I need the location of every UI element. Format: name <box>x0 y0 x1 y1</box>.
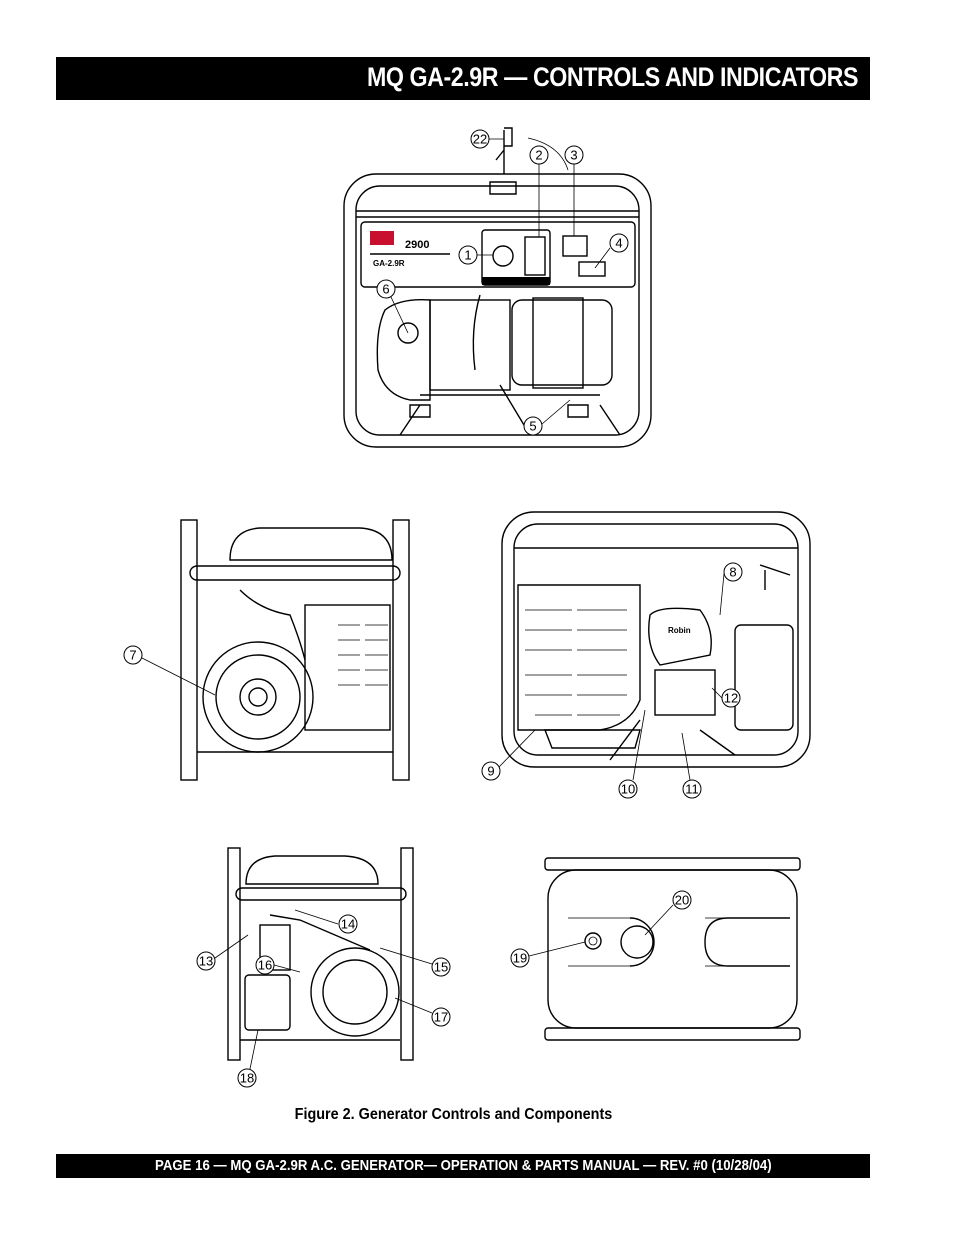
page-footer-bar: PAGE 16 — MQ GA-2.9R A.C. GENERATOR— OPE… <box>56 1154 870 1178</box>
callout-20: 20 <box>672 890 692 910</box>
model-number-label: 2900 <box>405 239 429 251</box>
svg-text:22: 22 <box>473 132 487 147</box>
callout-9: 9 <box>481 761 501 781</box>
callout-8: 8 <box>723 562 743 582</box>
engine-brand-label: Robin <box>668 626 691 635</box>
callout-14: 14 <box>338 914 358 934</box>
page-title: MQ GA-2.9R — CONTROLS AND INDICATORS <box>366 62 859 92</box>
page-title-bar: MQ GA-2.9R — CONTROLS AND INDICATORS <box>56 57 870 100</box>
svg-text:15: 15 <box>434 960 448 975</box>
svg-text:12: 12 <box>724 691 738 706</box>
svg-text:1: 1 <box>464 248 471 263</box>
svg-text:4: 4 <box>615 236 622 251</box>
mq-logo <box>370 231 394 245</box>
callout-18: 18 <box>237 1068 257 1088</box>
callout-1: 1 <box>458 245 478 265</box>
recoil-side-drawing <box>227 847 414 1061</box>
svg-text:19: 19 <box>513 951 527 966</box>
callout-2: 2 <box>529 145 549 165</box>
svg-text:20: 20 <box>675 893 689 908</box>
svg-text:6: 6 <box>382 282 389 297</box>
svg-text:17: 17 <box>434 1010 448 1025</box>
engine-side-drawing: Robin <box>501 511 811 768</box>
svg-text:7: 7 <box>129 648 136 663</box>
top-view-drawing <box>544 857 801 1041</box>
callout-3: 3 <box>564 145 584 165</box>
callout-15: 15 <box>431 957 451 977</box>
callout-12: 12 <box>721 688 741 708</box>
svg-text:10: 10 <box>621 782 635 797</box>
callout-11: 11 <box>682 779 702 799</box>
svg-text:11: 11 <box>685 782 699 797</box>
figure-caption: Figure 2. Generator Controls and Compone… <box>294 1106 612 1123</box>
svg-text:13: 13 <box>199 954 213 969</box>
alternator-side-drawing <box>180 519 410 781</box>
callout-17: 17 <box>431 1007 451 1027</box>
svg-text:5: 5 <box>529 419 536 434</box>
callout-16: 16 <box>255 955 275 975</box>
callout-19: 19 <box>510 948 530 968</box>
svg-text:18: 18 <box>240 1071 254 1086</box>
leader-lines <box>141 138 725 1070</box>
callout-10: 10 <box>618 779 638 799</box>
callout-6: 6 <box>376 279 396 299</box>
svg-text:8: 8 <box>729 565 736 580</box>
control-panel-drawing: 2900 GA-2.9R <box>343 127 652 448</box>
page-footer: PAGE 16 — MQ GA-2.9R A.C. GENERATOR— OPE… <box>154 1157 772 1174</box>
svg-text:16: 16 <box>258 958 272 973</box>
svg-text:14: 14 <box>341 917 355 932</box>
model-name-label: GA-2.9R <box>373 259 405 268</box>
callout-4: 4 <box>609 233 629 253</box>
callout-13: 13 <box>196 951 216 971</box>
callout-5: 5 <box>523 416 543 436</box>
svg-text:2: 2 <box>535 148 542 163</box>
figure-caption-wrap: Figure 2. Generator Controls and Compone… <box>0 1106 906 1124</box>
svg-text:9: 9 <box>487 764 494 779</box>
svg-text:3: 3 <box>570 148 577 163</box>
callout-22: 22 <box>470 129 490 149</box>
callout-7: 7 <box>123 645 143 665</box>
